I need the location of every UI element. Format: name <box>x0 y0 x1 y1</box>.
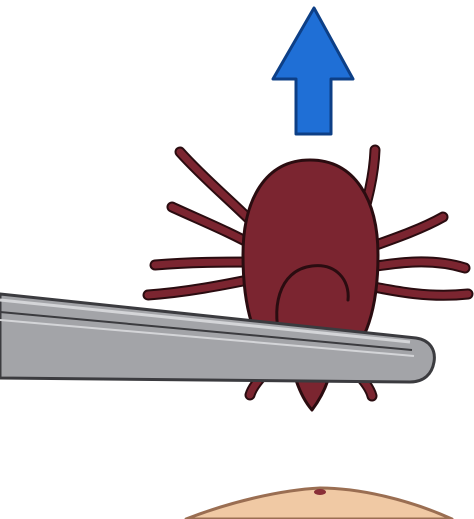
bite-mark <box>314 489 326 495</box>
tick-mouthparts <box>296 380 328 410</box>
arrow-up-icon <box>273 8 353 134</box>
